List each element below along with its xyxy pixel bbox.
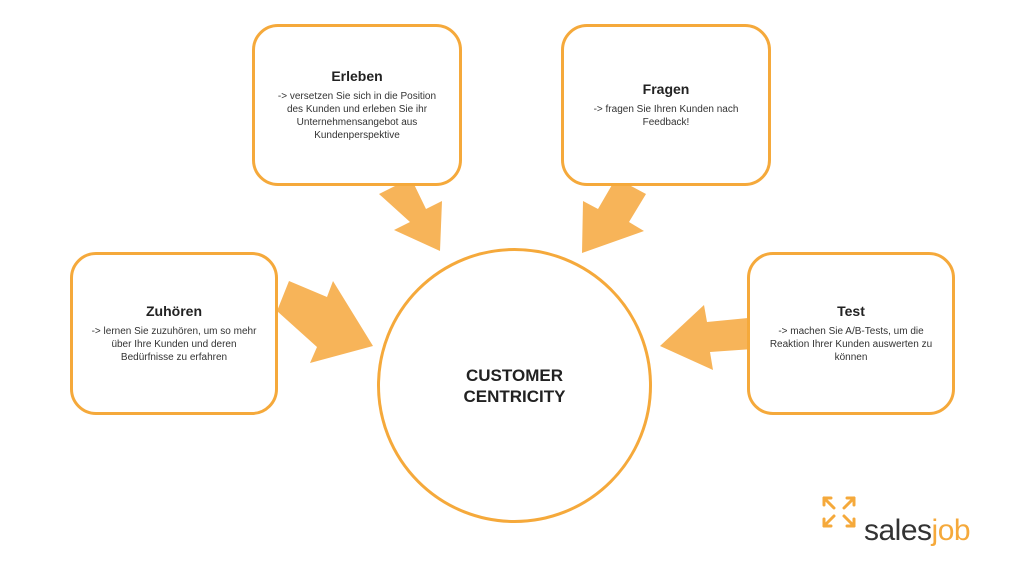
logo-text-sales: sales bbox=[864, 514, 932, 547]
zuhoeren-text: -> lernen Sie zuzuhören, um so mehr über… bbox=[91, 326, 257, 363]
arrow-fragen-to-center bbox=[582, 178, 646, 253]
erleben-text: -> versetzen Sie sich in die Position de… bbox=[277, 91, 437, 141]
expand-arrows-icon bbox=[822, 496, 856, 528]
fragen-text: -> fragen Sie Ihren Kunden nach Feedback… bbox=[593, 104, 739, 128]
test-text: -> machen Sie A/B-Tests, um die Reaktion… bbox=[769, 326, 933, 363]
zuhoeren-title: Zuhören bbox=[146, 303, 202, 319]
logo-text-job: job bbox=[931, 514, 971, 547]
salesjob-logo: salesjob bbox=[818, 492, 988, 552]
fragen-title: Fragen bbox=[642, 81, 690, 97]
center-label: CUSTOMER CENTRICITY bbox=[463, 365, 566, 406]
fragen-box: Fragen -> fragen Sie Ihren Kunden nach F… bbox=[561, 24, 771, 186]
customer-centricity-circle: CUSTOMER CENTRICITY bbox=[377, 248, 652, 523]
zuhoeren-box: Zuhören -> lernen Sie zuzuhören, um so m… bbox=[70, 252, 278, 415]
logo-wordmark: salesjob bbox=[864, 514, 971, 548]
arrow-erleben-to-center bbox=[379, 178, 442, 251]
test-box: Test -> machen Sie A/B-Tests, um die Rea… bbox=[747, 252, 955, 415]
erleben-title: Erleben bbox=[331, 68, 383, 84]
arrow-zuhoeren-to-center bbox=[277, 281, 373, 363]
arrow-test-to-center bbox=[660, 305, 753, 370]
test-title: Test bbox=[837, 303, 865, 319]
erleben-box: Erleben -> versetzen Sie sich in die Pos… bbox=[252, 24, 462, 186]
